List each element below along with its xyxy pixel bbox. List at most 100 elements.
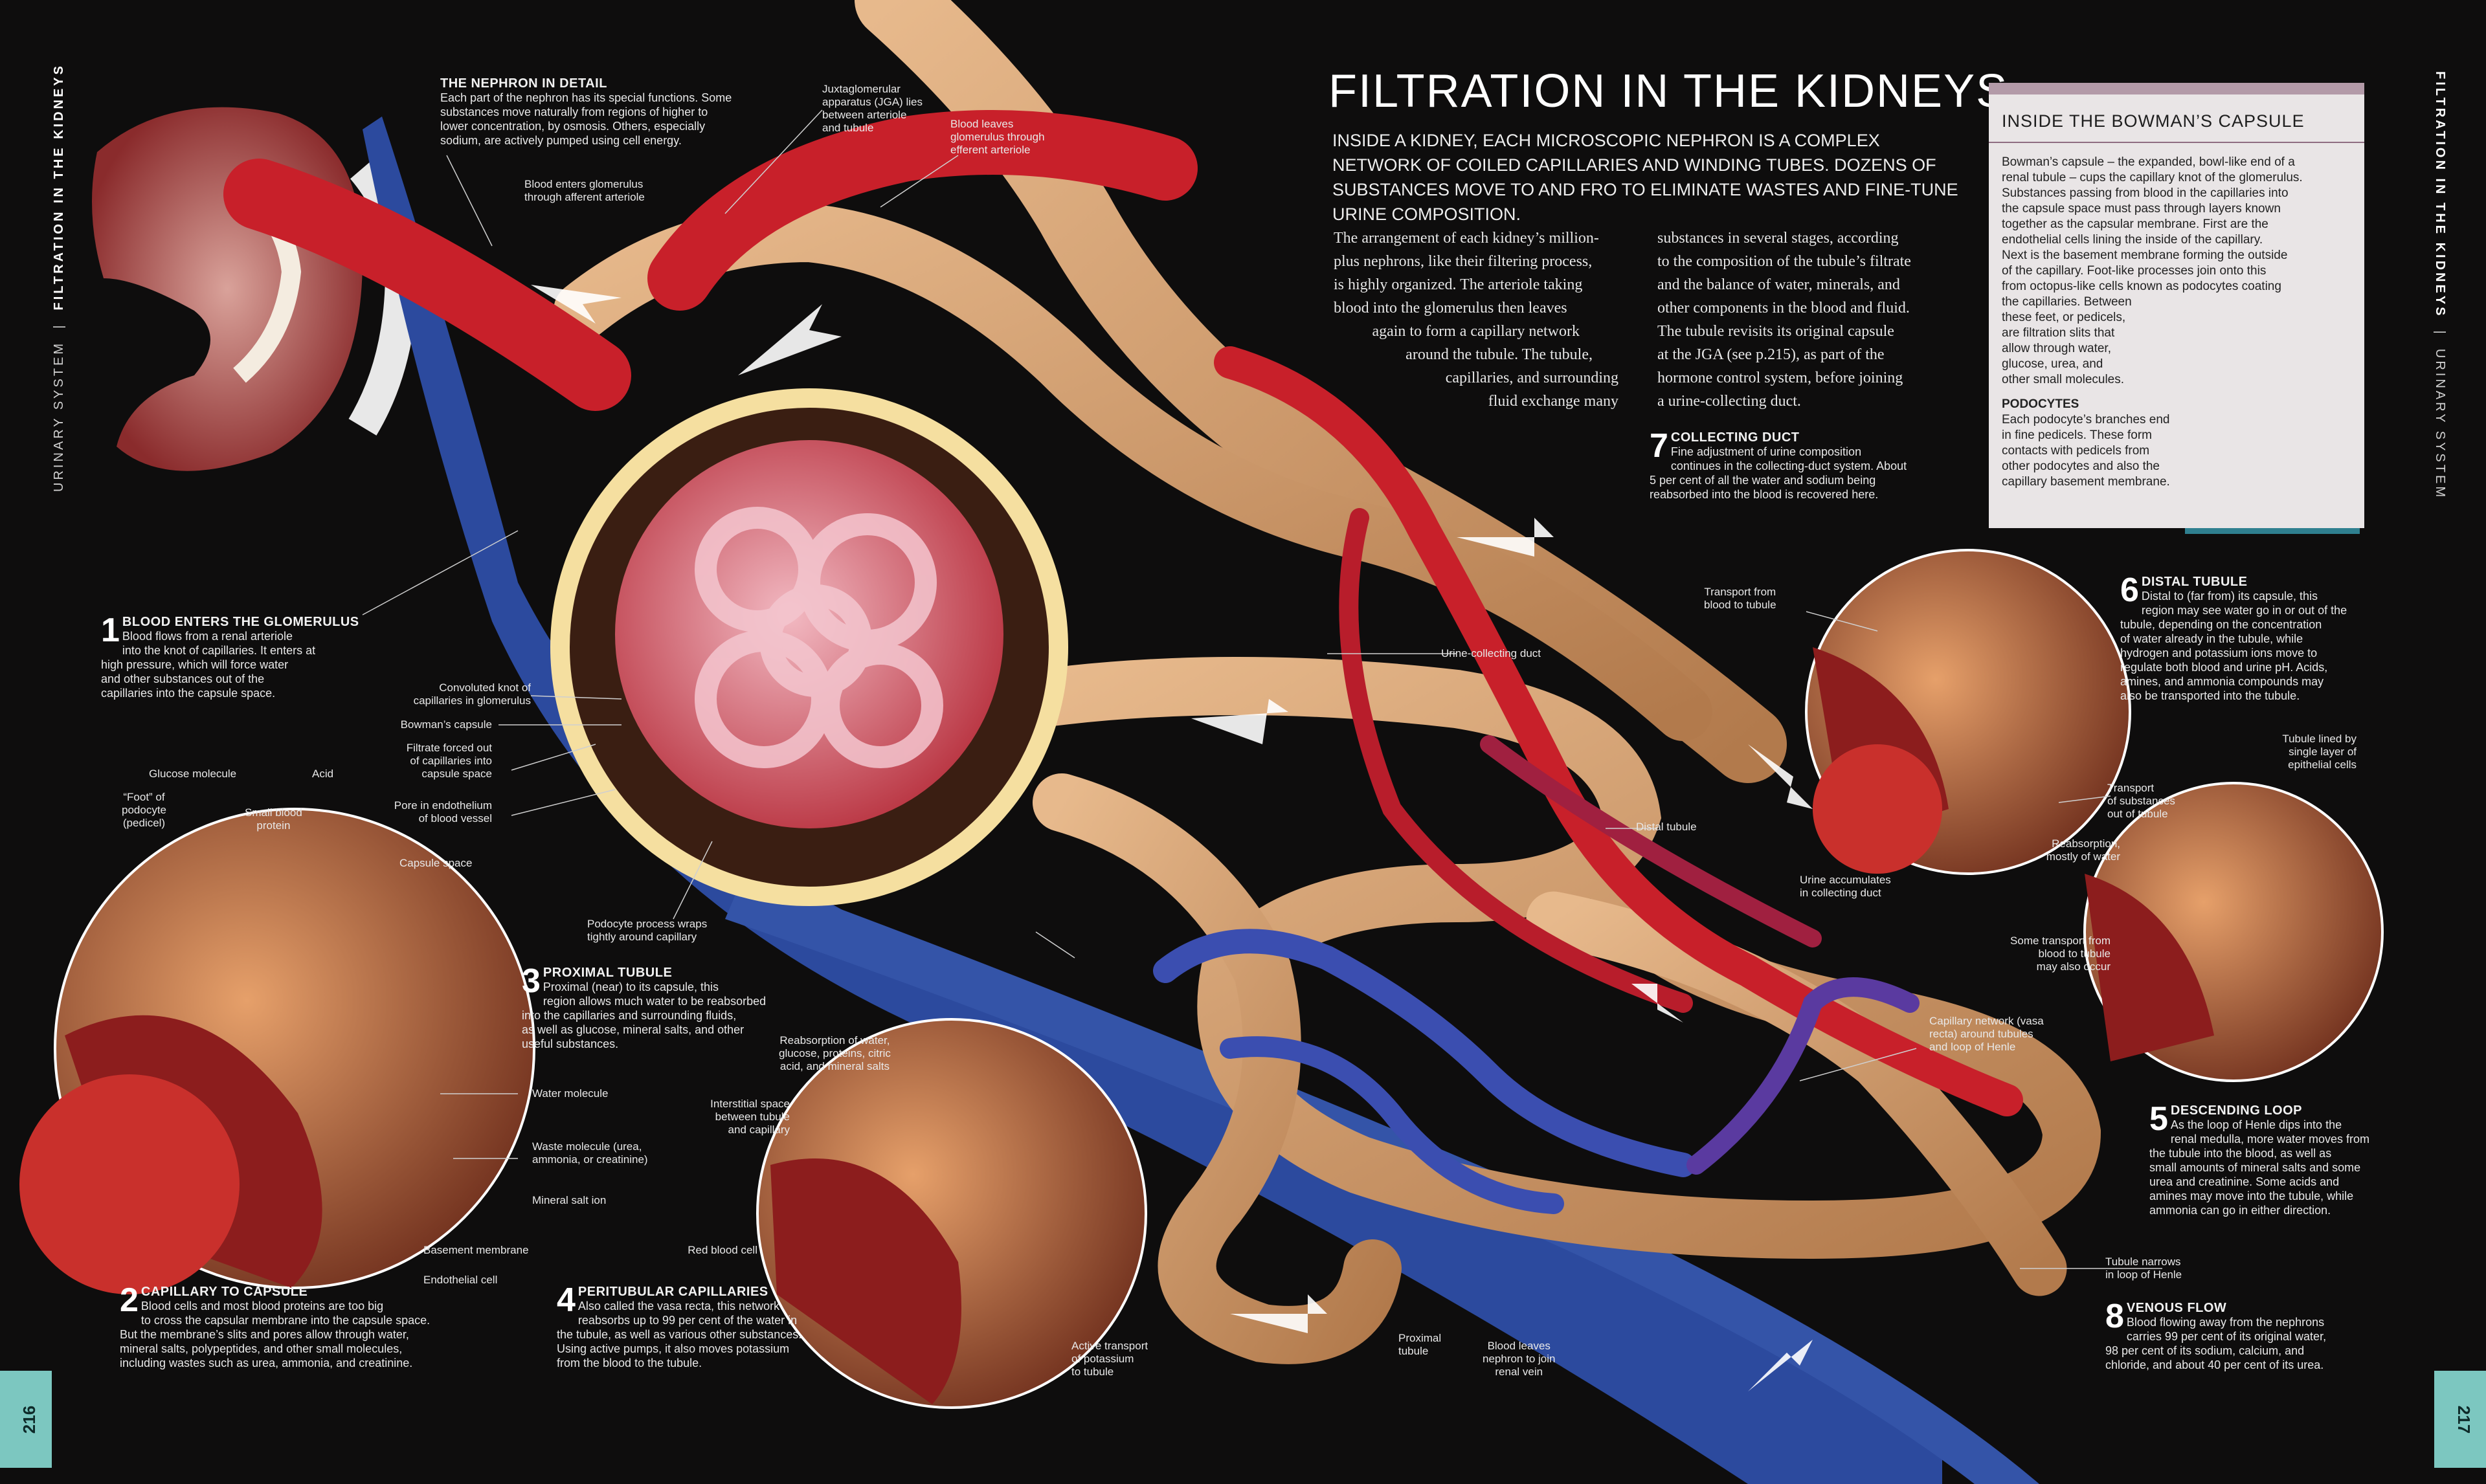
box-sub-line: other podocytes and also the bbox=[2002, 460, 2160, 473]
body-col1-line: blood into the glomerulus then leaves bbox=[1334, 300, 1567, 316]
step-line: Also called the vasa recta, this network bbox=[577, 1300, 780, 1312]
label-line: between arteriole bbox=[822, 109, 907, 121]
label-line: in collecting duct bbox=[1800, 887, 1881, 899]
label-line: podocyte bbox=[122, 804, 166, 816]
step-line: 5 per cent of all the water and sodium b… bbox=[1650, 474, 1876, 487]
step-1: 1 BLOOD ENTERS THE GLOMERULUS Blood flow… bbox=[101, 612, 360, 700]
label-line: “Foot” of bbox=[123, 791, 165, 803]
nephron-detail-line: substances move naturally from regions o… bbox=[440, 105, 708, 118]
step-line: ammonia can go in either direction. bbox=[2149, 1204, 2331, 1217]
body-col1-line: again to form a capillary network bbox=[1372, 323, 1580, 340]
step-line: to cross the capsular membrane into the … bbox=[140, 1314, 431, 1327]
label-line: and loop of Henle bbox=[1929, 1041, 2016, 1053]
body-col1-line: fluid exchange many bbox=[1488, 393, 1618, 410]
step-line: into the capillaries and surrounding flu… bbox=[522, 1009, 737, 1022]
step-title: DISTAL TUBULE bbox=[2141, 575, 2248, 589]
box-line: the capsule space must pass through laye… bbox=[2002, 202, 2281, 216]
step-line: and other substances out of the bbox=[101, 672, 265, 685]
label-line: Capsule space bbox=[399, 857, 473, 869]
label-line: recta) around tubules bbox=[1929, 1028, 2033, 1040]
step-line: small amounts of mineral salts and some bbox=[2149, 1161, 2361, 1174]
label-line: ammonia, or creatinine) bbox=[532, 1153, 648, 1166]
box-sub-line: in fine pedicels. These form bbox=[2002, 428, 2152, 442]
step-line: high pressure, which will force water bbox=[101, 658, 289, 671]
body-col2-line: a urine-collecting duct. bbox=[1657, 393, 1801, 410]
label-basement-membrane: Basement membrane bbox=[423, 1244, 529, 1257]
body-col1-line: is highly organized. The arteriole takin… bbox=[1334, 276, 1583, 293]
nephron-detail-heading: THE NEPHRON IN DETAIL bbox=[440, 76, 607, 91]
box-line: allow through water, bbox=[2002, 342, 2111, 355]
label-urine-collecting-duct: Urine-collecting duct bbox=[1398, 647, 1541, 660]
label-line: Distal tubule bbox=[1636, 821, 1697, 833]
label-line: glomerulus through bbox=[950, 131, 1045, 143]
box-sub-line: contacts with pedicels from bbox=[2002, 444, 2150, 458]
step-line: amines, and ammonia compounds may bbox=[2120, 675, 2324, 688]
body-col1-line: The arrangement of each kidney’s million… bbox=[1334, 230, 1599, 247]
step-number: 5 bbox=[2149, 1100, 2168, 1138]
box-line: glucose, urea, and bbox=[2002, 357, 2103, 371]
arteries bbox=[223, 110, 2023, 1116]
body-col1-line: capillaries, and surrounding bbox=[1445, 370, 1618, 386]
label-line: (pedicel) bbox=[122, 817, 166, 829]
step-line: amines may move into the tubule, while bbox=[2149, 1190, 2354, 1202]
nephron-detail: THE NEPHRON IN DETAIL Each part of the n… bbox=[440, 76, 777, 148]
label-line: tightly around capillary bbox=[587, 931, 697, 943]
label-line: of potassium bbox=[1071, 1353, 1134, 1365]
label-distal-tubule: Distal tubule bbox=[1636, 821, 1697, 834]
box-line: endothelial cells lining the inside of t… bbox=[2002, 233, 2263, 247]
step-title: COLLECTING DUCT bbox=[1670, 430, 1800, 445]
label-line: Juxtaglomerular bbox=[822, 83, 901, 95]
label-line: of capillaries into bbox=[410, 755, 492, 767]
label-line: Blood leaves bbox=[950, 118, 1014, 130]
label-line: renal vein bbox=[1495, 1366, 1543, 1378]
step-line: Blood cells and most blood proteins are … bbox=[140, 1300, 384, 1312]
box-line: Substances passing from blood in the cap… bbox=[2002, 186, 2289, 200]
label-reabsorption-water: Reabsorption of water,glucose, proteins,… bbox=[779, 1034, 891, 1073]
label-line: Interstitial space bbox=[710, 1098, 790, 1110]
label-line: Acid bbox=[312, 768, 334, 780]
step-line: regulate both blood and urine pH. Acids, bbox=[2120, 661, 2328, 674]
step-7: 7 COLLECTING DUCT Fine adjustment of uri… bbox=[1650, 429, 1941, 502]
label-line: Endothelial cell bbox=[423, 1274, 498, 1286]
label-line: of blood vessel bbox=[418, 812, 492, 825]
step-line: the tubule into the blood, as well as bbox=[2149, 1147, 2332, 1160]
step-line: tubule, depending on the concentration bbox=[2120, 618, 2322, 631]
step-line: capillaries into the capsule space. bbox=[101, 687, 276, 700]
label-line: Blood enters glomerulus bbox=[524, 178, 644, 190]
label-line: Urine accumulates bbox=[1800, 874, 1891, 886]
box-line: other small molecules. bbox=[2002, 373, 2125, 386]
step-line: Blood flows from a renal arteriole bbox=[122, 630, 293, 643]
step-line: the tubule, as well as various other sub… bbox=[557, 1328, 802, 1341]
label-capsule-space: Capsule space bbox=[399, 857, 472, 870]
label-glucose: Glucose molecule bbox=[149, 768, 236, 781]
body-col1-line: around the tubule. The tubule, bbox=[1405, 346, 1593, 363]
nephron-detail-line: sodium, are actively pumped using cell e… bbox=[440, 134, 682, 147]
body-col2-line: and the balance of water, minerals, and bbox=[1657, 276, 1900, 293]
left-running-head: URINARY SYSTEM | FILTRATION IN THE KIDNE… bbox=[52, 63, 66, 492]
right-running-head-section: URINARY SYSTEM bbox=[2433, 348, 2447, 500]
body-column-1: The arrangement of each kidney’s million… bbox=[1334, 227, 1618, 413]
label-line: tubule bbox=[1398, 1345, 1429, 1357]
step-number: 1 bbox=[101, 612, 120, 649]
label-line: to tubule bbox=[1071, 1366, 1114, 1378]
page-number-right: 217 bbox=[2454, 1405, 2474, 1434]
label-line: Transport bbox=[2107, 782, 2155, 794]
label-line: efferent arteriole bbox=[950, 144, 1031, 156]
label-line: Bowman’s capsule bbox=[400, 718, 492, 731]
label-line: may also occur bbox=[2036, 960, 2111, 973]
label-line: Filtrate forced out bbox=[406, 742, 492, 754]
step-number: 6 bbox=[2120, 571, 2139, 609]
box-line: the capillaries. Between bbox=[2002, 295, 2132, 309]
step-3: 3 PROXIMAL TUBULE Proximal (near) to its… bbox=[522, 964, 807, 1051]
inset-descending-loop bbox=[2083, 782, 2384, 1082]
leader-lines bbox=[362, 109, 2162, 1269]
label-line: Mineral salt ion bbox=[532, 1194, 607, 1206]
label-waste-molecule: Waste molecule (urea,ammonia, or creatin… bbox=[532, 1140, 648, 1166]
